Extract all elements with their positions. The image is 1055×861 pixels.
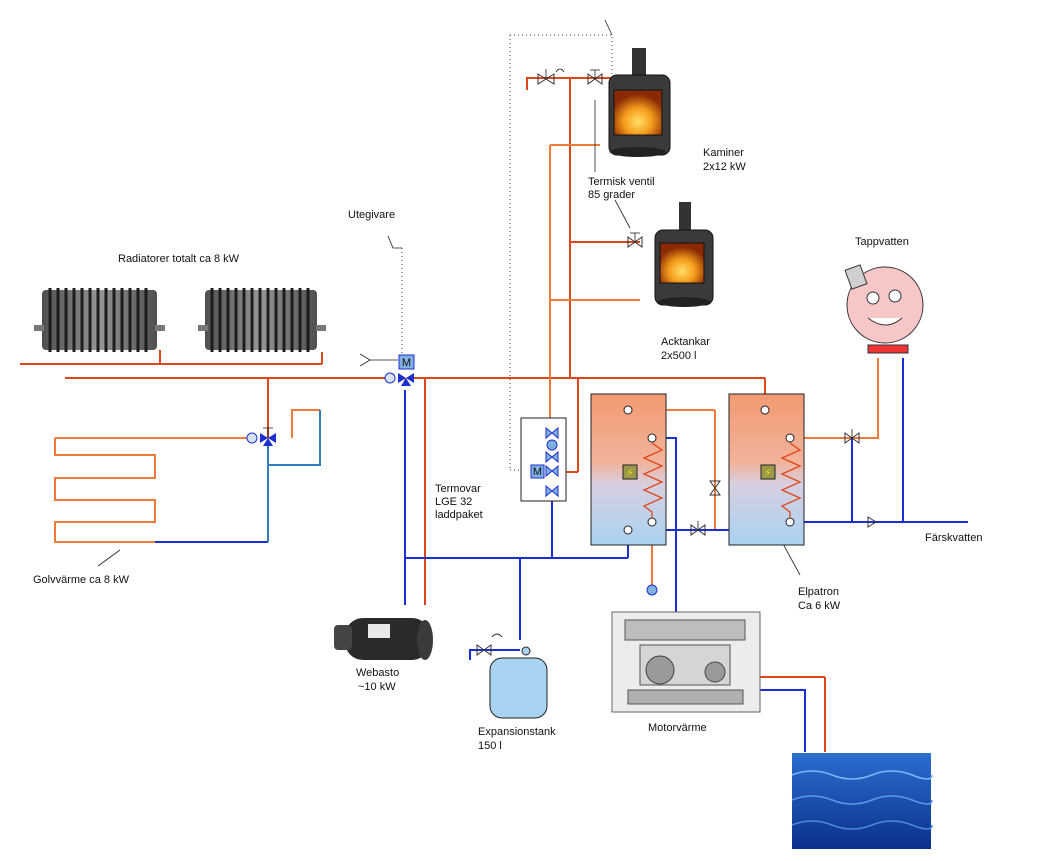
- radiators-label: Radiatorer totalt ca 8 kW: [118, 253, 240, 265]
- expansion-label-1: Expansionstank: [478, 726, 556, 738]
- tap-water-label: Tappvatten: [855, 236, 909, 248]
- heater-symbol-right: ⚡: [764, 468, 771, 479]
- stove-top: [608, 48, 671, 157]
- tanks-label-1: Acktankar: [661, 336, 710, 348]
- thermal-valve-label-2: 85 grader: [588, 189, 635, 201]
- stove-valve-top: [537, 68, 603, 85]
- radiator-left: [34, 288, 165, 352]
- stoves-label-1: Kaminer: [703, 147, 744, 159]
- sensor-lines: [401, 34, 613, 471]
- expansion-label-2: 150 l: [478, 740, 502, 752]
- fresh-water-label: Färskvatten: [925, 532, 982, 544]
- shower-person-icon: [844, 264, 924, 354]
- floor-mixing-valve: [246, 427, 276, 446]
- engine-heat-label: Motorvärme: [648, 722, 707, 734]
- sea-water: [791, 753, 933, 849]
- return-pipes: [267, 410, 321, 542]
- marine-engine: [611, 611, 761, 713]
- accumulator-tank-left: ⚡: [590, 393, 667, 546]
- thermal-valve: [614, 199, 643, 248]
- tank-valves: [646, 429, 877, 596]
- outdoor-sensor-icon: [359, 235, 402, 367]
- outdoor-sensor-label: Utegivare: [348, 209, 395, 221]
- tanks-label-2: 2x500 l: [661, 350, 696, 362]
- accumulator-tank-right: ⚡: [728, 393, 805, 546]
- stove-bottom: [654, 202, 714, 307]
- heater-label-2: Ca 6 kW: [798, 600, 841, 612]
- webasto-label-2: ~10 kW: [358, 681, 396, 693]
- expansion-tank: [476, 633, 548, 719]
- termovar-unit: M: [520, 417, 567, 502]
- webasto-label-1: Webasto: [356, 667, 399, 679]
- hot-pipes: [20, 77, 826, 752]
- floor-heating-label: Golvvärme ca 8 kW: [33, 574, 130, 586]
- motor-symbol: M: [402, 357, 411, 369]
- radiator-right: [198, 288, 326, 352]
- thermal-valve-label-1: Termisk ventil: [588, 176, 655, 188]
- cold-pipes: [155, 358, 968, 752]
- termovar-motor-symbol: M: [533, 466, 542, 478]
- termovar-label-1: Termovar: [435, 483, 481, 495]
- heater-symbol-left: ⚡: [626, 468, 633, 479]
- warm-pipes: [54, 144, 879, 585]
- radiator-mixing-valve: M: [384, 354, 415, 386]
- termovar-label-3: laddpaket: [435, 509, 483, 521]
- heater-label-1: Elpatron: [798, 586, 839, 598]
- webasto-heater: [334, 618, 433, 660]
- stoves-label-2: 2x12 kW: [703, 161, 746, 173]
- termovar-label-2: LGE 32: [435, 496, 472, 508]
